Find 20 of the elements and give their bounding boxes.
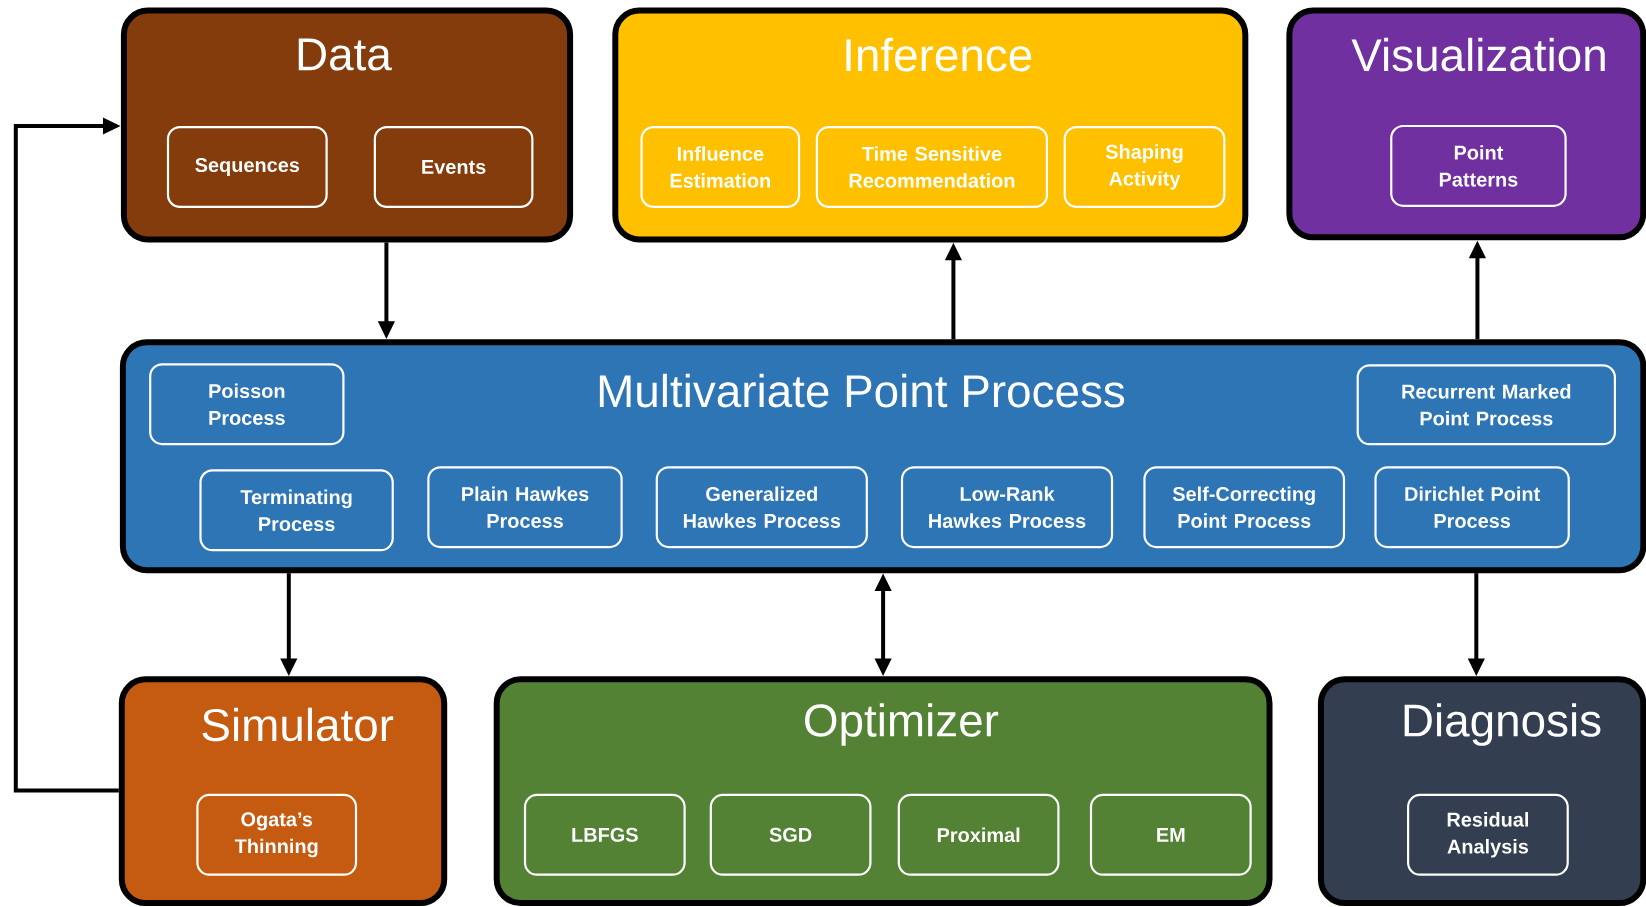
- item-box: LBFGS: [523, 793, 686, 876]
- item-box: Shaping Activity: [1063, 126, 1226, 208]
- item-box: Self-Correcting Point Process: [1143, 466, 1346, 549]
- item-box: Sequences: [166, 126, 328, 208]
- item-box: Dirichlet Point Process: [1374, 466, 1570, 549]
- item-box: Plain Hawkes Process: [427, 466, 623, 549]
- item-box: EM: [1089, 793, 1252, 876]
- item-box: Residual Analysis: [1407, 793, 1569, 876]
- item-box: Ogata’s Thinning: [196, 793, 358, 876]
- item-box: Events: [373, 126, 534, 208]
- item-box: Poisson Process: [149, 363, 345, 446]
- item-box: Time Sensitive Recommendation: [815, 126, 1048, 208]
- item-box: Recurrent Marked Point Process: [1356, 364, 1616, 446]
- item-box: SGD: [709, 793, 872, 876]
- item-box: Terminating Process: [199, 469, 394, 552]
- item-box: Low-Rank Hawkes Process: [900, 466, 1114, 549]
- item-box: Generalized Hawkes Process: [655, 466, 868, 549]
- item-box: Proximal: [897, 793, 1060, 876]
- item-box: Influence Estimation: [640, 126, 801, 208]
- item-box: Point Patterns: [1390, 124, 1567, 207]
